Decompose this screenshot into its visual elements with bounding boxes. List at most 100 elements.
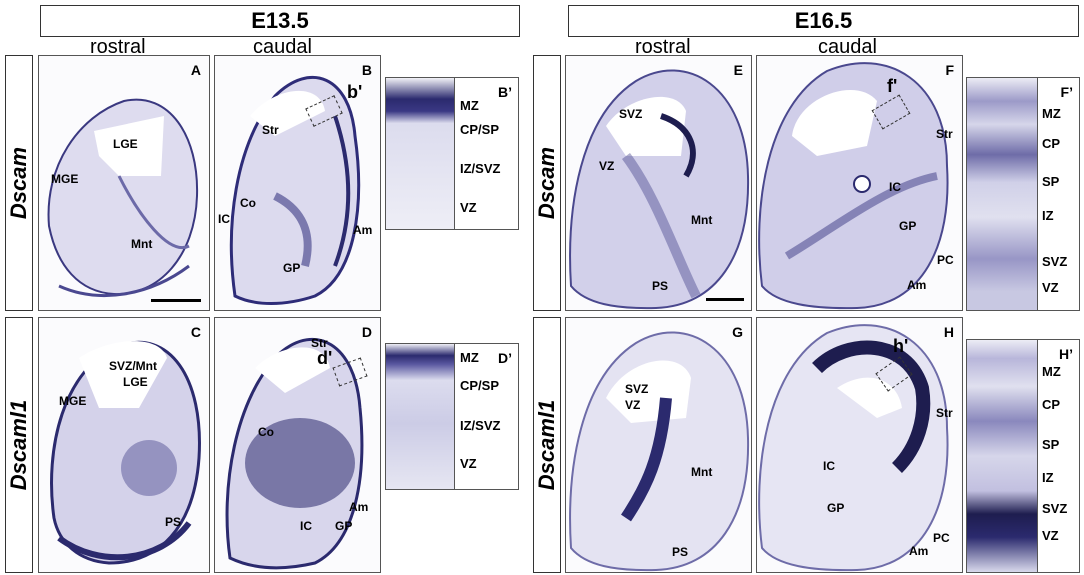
layer-label: SVZ <box>1042 254 1068 269</box>
layer-label: CP <box>1042 136 1061 151</box>
gene-row-label-dscam-e16: Dscam <box>533 55 561 311</box>
label-str: Str <box>936 127 953 141</box>
label-mnt: Mnt <box>691 213 713 227</box>
label-ps: PS <box>165 515 182 529</box>
layer-label: CP/SP <box>460 378 500 393</box>
inset-letter: D’ <box>498 350 512 366</box>
inset-marker: b' <box>347 82 363 102</box>
label-co: Co <box>258 425 274 439</box>
gene-name: Dscam <box>534 146 559 220</box>
layer-label: IZ <box>1042 208 1054 223</box>
layer-label: VZ <box>1042 528 1059 543</box>
inset-image <box>967 340 1038 572</box>
label-lge: LGE <box>123 375 148 389</box>
scale-bar <box>706 298 744 301</box>
label-am: Am <box>349 500 369 514</box>
panel-d: D d' Str Co IC GP Am <box>214 317 381 573</box>
label-mge: MGE <box>59 394 87 408</box>
panel-h: H h' Str IC GP Am PC <box>756 317 963 573</box>
panel-e: E SVZ VZ Mnt PS <box>565 55 752 311</box>
layer-label: MZ <box>460 98 479 113</box>
label-svz: SVZ <box>619 107 643 121</box>
panel-letter: G <box>732 324 743 340</box>
inset-h-prime: H’ MZ CP SP IZ SVZ VZ <box>966 339 1080 573</box>
brain-section-image <box>758 62 949 310</box>
inset-image <box>386 344 455 489</box>
inset-letter: H’ <box>1059 346 1073 362</box>
gene-row-label-dscam-e13: Dscam <box>5 55 33 311</box>
layer-label: MZ <box>1042 106 1061 121</box>
gene-name: Dscaml1 <box>6 399 31 491</box>
brain-section-image <box>569 69 750 310</box>
label-str: Str <box>936 406 953 420</box>
label-mnt: Mnt <box>131 237 153 251</box>
inset-image <box>386 78 455 229</box>
inset-marker: d' <box>317 348 333 368</box>
label-ps: PS <box>672 545 689 559</box>
label-pc: PC <box>933 531 950 545</box>
label-str: Str <box>311 336 328 350</box>
panel-letter: F <box>945 62 954 78</box>
column-label-caudal-e13: caudal <box>253 36 312 58</box>
label-vz: VZ <box>625 398 641 412</box>
inset-letter: B’ <box>498 84 512 100</box>
label-pc: PC <box>937 253 954 267</box>
label-lge: LGE <box>113 137 138 151</box>
column-label-caudal-e16: caudal <box>818 36 877 58</box>
label-ps: PS <box>652 279 669 293</box>
panel-g: G SVZ VZ Mnt PS <box>565 317 752 573</box>
column-label-rostral-e16: rostral <box>635 36 691 58</box>
stage-header-e13: E13.5 <box>40 5 520 37</box>
gene-name: Dscaml1 <box>534 399 559 491</box>
label-am: Am <box>909 544 929 558</box>
panel-letter: H <box>943 324 954 340</box>
brain-section-image <box>225 337 364 570</box>
panel-letter: B <box>361 62 372 78</box>
inset-marker: h' <box>893 336 909 356</box>
label-am: Am <box>353 223 373 237</box>
layer-label: CP/SP <box>460 122 500 137</box>
panel-b: B b' Str Co IC GP Am <box>214 55 381 311</box>
layer-label: VZ <box>460 200 477 215</box>
layer-label: MZ <box>460 350 479 365</box>
gene-row-label-dscaml1-e13: Dscaml1 <box>5 317 33 573</box>
layer-label: MZ <box>1042 364 1061 379</box>
label-co: Co <box>240 196 256 210</box>
panel-c: C SVZ/Mnt LGE MGE PS <box>38 317 210 573</box>
panel-letter: D <box>361 324 372 340</box>
label-svz-mnt: SVZ/Mnt <box>109 359 157 373</box>
brain-section-image <box>229 76 361 305</box>
label-gp: GP <box>827 501 845 515</box>
layer-label: SP <box>1042 437 1060 452</box>
brain-section-image <box>569 331 750 572</box>
label-ic: IC <box>823 459 835 473</box>
layer-label: IZ/SVZ <box>460 418 501 433</box>
layer-label: SVZ <box>1042 501 1068 516</box>
inset-image <box>967 78 1038 310</box>
inset-letter: F’ <box>1060 84 1073 100</box>
layer-label: IZ <box>1042 470 1054 485</box>
stage-label-e16: E16.5 <box>794 8 853 33</box>
inset-d-prime: D’ MZ CP/SP IZ/SVZ VZ <box>385 343 519 490</box>
label-ic: IC <box>889 180 901 194</box>
layer-label: VZ <box>1042 280 1059 295</box>
inset-marker: f' <box>887 76 898 96</box>
layer-label: VZ <box>460 456 477 471</box>
label-am: Am <box>907 278 927 292</box>
gene-row-label-dscaml1-e16: Dscaml1 <box>533 317 561 573</box>
label-gp: GP <box>283 261 301 275</box>
scale-bar <box>151 299 201 302</box>
layer-label: IZ/SVZ <box>460 161 501 176</box>
label-gp: GP <box>899 219 917 233</box>
layer-label: CP <box>1042 397 1061 412</box>
panel-f: F f' Str IC GP PC Am <box>756 55 963 311</box>
inset-f-prime: F’ MZ CP SP IZ SVZ VZ <box>966 77 1080 311</box>
label-str: Str <box>262 123 279 137</box>
label-ic: IC <box>218 212 230 226</box>
gene-name: Dscam <box>6 146 31 220</box>
label-svz: SVZ <box>625 382 649 396</box>
inset-b-prime: B’ MZ CP/SP IZ/SVZ VZ <box>385 77 519 230</box>
brain-section-image <box>50 340 201 565</box>
layer-label: SP <box>1042 174 1060 189</box>
label-vz: VZ <box>599 159 615 173</box>
